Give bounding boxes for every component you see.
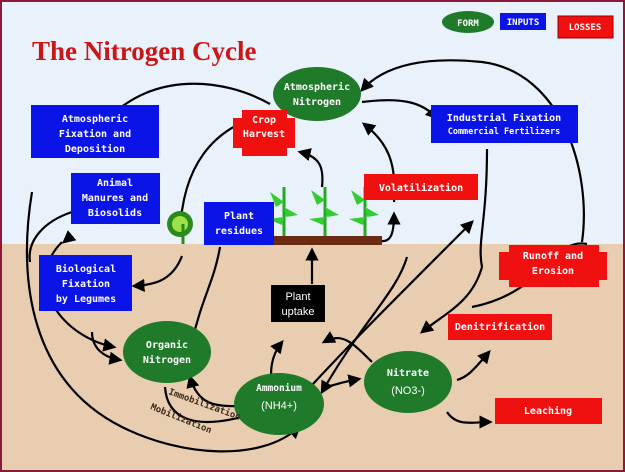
- label: Fixation and: [59, 128, 131, 140]
- ammonium-node: Ammonium (NH4+): [234, 373, 324, 435]
- label: Plant: [285, 291, 310, 303]
- runoff-erosion-loss: Runoff and Erosion: [499, 245, 607, 287]
- legend: FORM INPUTS LOSSES: [442, 11, 614, 39]
- plant-uptake-node: Plant uptake: [271, 285, 325, 322]
- label: Nitrogen: [293, 96, 341, 108]
- organic-nitrogen-node: Organic Nitrogen: [123, 321, 211, 383]
- label: Atmospheric: [62, 113, 128, 125]
- nitrate-node: Nitrate (NO3-): [364, 351, 452, 413]
- label: residues: [215, 225, 263, 237]
- label: Manures and: [82, 193, 148, 204]
- legend-inputs: INPUTS: [507, 18, 540, 28]
- label: Volatilization: [379, 182, 463, 194]
- label: Industrial Fixation: [447, 112, 561, 124]
- industrial-fixation-input: Industrial Fixation Commercial Fertilize…: [431, 105, 578, 143]
- label: Biological: [56, 263, 116, 275]
- leaching-loss: Leaching: [495, 398, 602, 424]
- label: Organic: [146, 339, 188, 351]
- label: Nitrogen: [143, 354, 191, 366]
- denitrification-loss: Denitrification: [448, 314, 552, 340]
- formula: (NO3-): [391, 385, 425, 397]
- label: Atmospheric: [284, 81, 350, 93]
- label: Runoff and: [523, 251, 583, 262]
- diagram-title: The Nitrogen Cycle: [32, 36, 256, 66]
- label: Leaching: [524, 405, 572, 417]
- plant-residues-input: Plant residues: [204, 202, 274, 245]
- label: Crop: [252, 115, 276, 126]
- animal-manures-input: Animal Manures and Biosolids: [71, 173, 160, 224]
- label: Plant: [224, 211, 254, 222]
- atmospheric-nitrogen-node: Atmospheric Nitrogen: [273, 67, 361, 121]
- formula: (NH4+): [261, 400, 297, 412]
- label: Commercial Fertilizers: [448, 126, 561, 137]
- legume-plant-icon: [167, 211, 193, 244]
- label: Erosion: [532, 265, 574, 277]
- label: Deposition: [65, 143, 125, 155]
- label: Fixation: [62, 278, 110, 290]
- label: Biosolids: [88, 207, 142, 219]
- atmospheric-fixation-input: Atmospheric Fixation and Deposition: [31, 105, 159, 158]
- biological-fixation-input: Biological Fixation by Legumes: [39, 255, 132, 311]
- label: Ammonium: [256, 383, 302, 394]
- legend-form: FORM: [457, 19, 479, 29]
- label: Animal: [97, 177, 133, 189]
- legend-losses: LOSSES: [569, 23, 602, 33]
- label: Harvest: [243, 129, 285, 140]
- label: Denitrification: [455, 321, 545, 333]
- label: Nitrate: [387, 367, 429, 379]
- volatilization-loss: Volatilization: [364, 174, 478, 200]
- crop-harvest-loss: Crop Harvest: [233, 110, 295, 156]
- label: by Legumes: [56, 294, 116, 305]
- label: uptake: [281, 306, 314, 318]
